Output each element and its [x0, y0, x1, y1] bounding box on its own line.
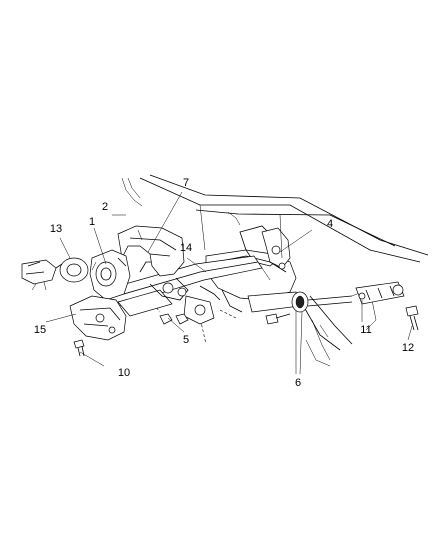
- label-11: 11: [360, 324, 371, 336]
- label-15: 15: [34, 324, 46, 336]
- lower-shroud: [69, 295, 127, 341]
- label-2: 2: [102, 201, 108, 213]
- bolt-12: [405, 305, 419, 331]
- label-14: 14: [180, 242, 192, 254]
- multifunction-switch: [21, 257, 89, 291]
- label-1: 1: [89, 216, 95, 228]
- intermediate-shaft: [247, 291, 363, 313]
- label-7: 7: [183, 177, 189, 189]
- label-4: 4: [327, 218, 333, 230]
- upper-shroud: [117, 225, 185, 277]
- nut-5: [159, 313, 189, 325]
- label-6: 6: [295, 377, 301, 389]
- bolt-lower-bracket: [265, 313, 291, 325]
- steering-coupler: [355, 281, 405, 305]
- leader-lines: [45, 191, 413, 375]
- part-labels: 7 2 1 13 4 14 5 15 10 11 12 6: [34, 177, 414, 389]
- steering-column-tube: [103, 255, 263, 325]
- label-13: 13: [50, 223, 62, 235]
- column-head-assembly: [89, 249, 131, 301]
- label-5: 5: [183, 334, 189, 346]
- label-10: 10: [118, 367, 130, 379]
- label-12: 12: [402, 342, 414, 354]
